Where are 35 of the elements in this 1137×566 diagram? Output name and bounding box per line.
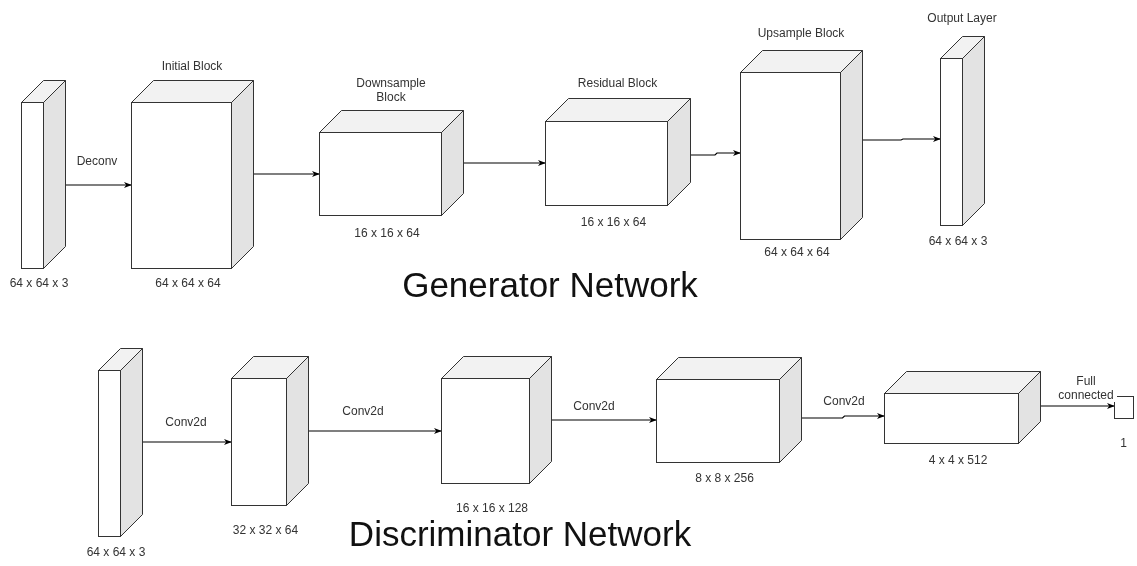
- dimension-label: 4 x 4 x 512: [927, 453, 989, 467]
- edge-label: Full connected: [1055, 374, 1117, 402]
- arrow: [462, 159, 546, 167]
- dimension-label: 16 x 16 x 64: [353, 226, 421, 240]
- dimension-label: 16 x 16 x 128: [454, 501, 530, 515]
- network-title: Discriminator Network: [348, 514, 692, 554]
- dimension-label: 64 x 64 x 64: [154, 276, 222, 290]
- layer-title: Downsample Block: [355, 76, 427, 104]
- layer-title: Upsample Block: [756, 26, 846, 40]
- dimension-label: 64 x 64 x 3: [85, 545, 147, 559]
- edge-label: Conv2d: [823, 394, 865, 408]
- arrow: [689, 149, 741, 157]
- dimension-label: 64 x 64 x 64: [763, 245, 831, 259]
- edge-label: Deconv: [76, 154, 118, 168]
- network-title: Generator Network: [402, 265, 698, 305]
- arrow: [307, 427, 442, 435]
- edge-label: Conv2d: [342, 404, 384, 418]
- dimension-label: 1: [1119, 436, 1128, 450]
- layer-title: Residual Block: [576, 76, 659, 90]
- edge-label: Conv2d: [573, 399, 615, 413]
- arrow: [64, 181, 132, 189]
- arrow: [1039, 402, 1115, 410]
- dimension-label: 32 x 32 x 64: [231, 523, 300, 537]
- arrow: [252, 170, 320, 178]
- dimension-label: 16 x 16 x 64: [579, 215, 648, 229]
- arrow: [550, 416, 657, 424]
- arrow: [800, 412, 885, 420]
- dimension-label: 64 x 64 x 3: [8, 276, 70, 290]
- dimension-label: 64 x 64 x 3: [927, 234, 989, 248]
- layer-title: Initial Block: [160, 59, 224, 73]
- arrow: [141, 438, 232, 446]
- layer-title: Output Layer: [926, 11, 998, 25]
- edge-label: Conv2d: [165, 415, 207, 429]
- arrow: [861, 135, 941, 143]
- dimension-label: 8 x 8 x 256: [694, 471, 755, 485]
